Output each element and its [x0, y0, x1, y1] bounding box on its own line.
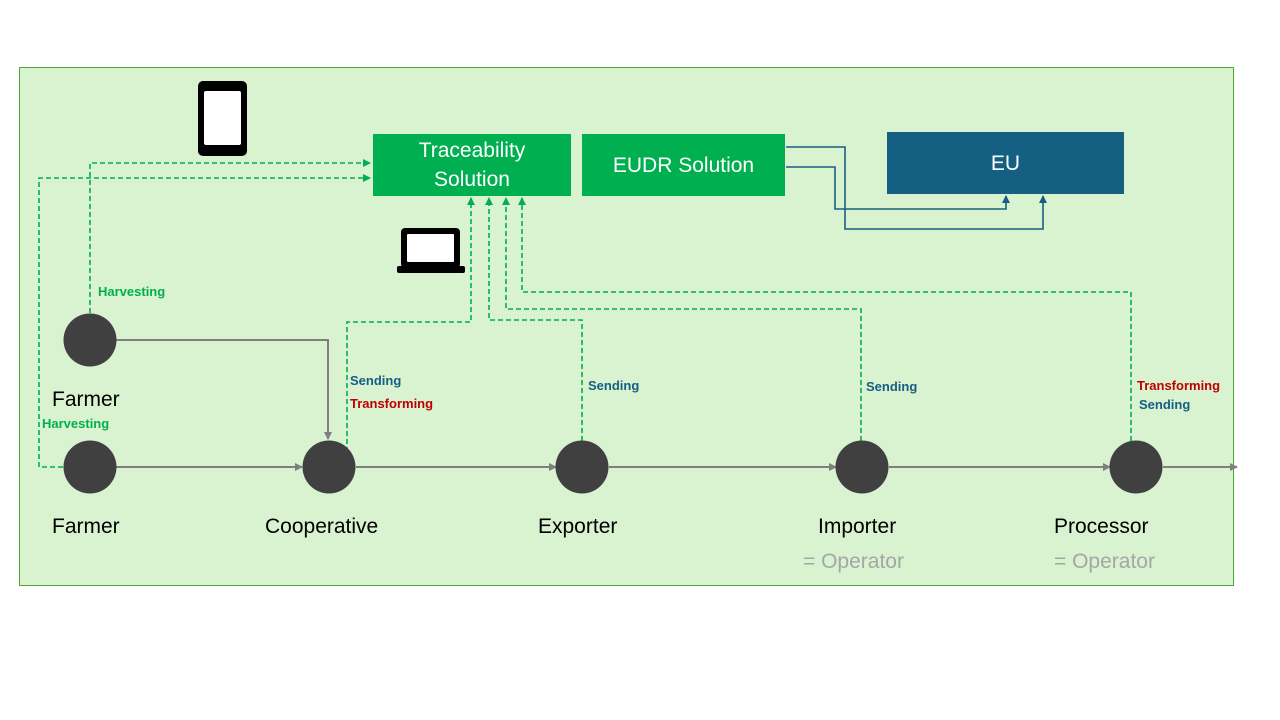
smartphone-icon — [198, 81, 247, 156]
eudr-to-eu-line-2 — [786, 166, 1010, 210]
data-exporter-to-traceability — [485, 197, 583, 441]
eu-submission-flow — [786, 146, 1047, 230]
importer-label: Importer — [818, 515, 897, 538]
processor-activity-transforming: Transforming — [1137, 378, 1221, 393]
flow-farmer-top-to-cooperative — [116, 339, 332, 440]
data-processor-to-traceability — [518, 197, 1132, 441]
node-processor — [1109, 440, 1163, 494]
cooperative-label: Cooperative — [265, 515, 379, 538]
physical-flow — [116, 339, 1238, 471]
laptop-icon — [397, 228, 465, 273]
node-importer — [835, 440, 889, 494]
node-cooperative — [302, 440, 356, 494]
eudr-to-eu-line-1 — [786, 146, 1047, 230]
eudr-solution-box: EUDR Solution — [582, 134, 785, 196]
processor-label: Processor — [1054, 515, 1149, 538]
cooperative-activity-transforming: Transforming — [350, 396, 434, 411]
traceability-solution-box: Traceability Solution — [373, 134, 571, 196]
exporter-activity: Sending — [588, 378, 640, 393]
processor-activity-sending: Sending — [1139, 397, 1191, 412]
farmer-top-label: Farmer — [52, 388, 120, 411]
cooperative-activity-sending: Sending — [350, 373, 402, 388]
node-farmer-top — [63, 313, 117, 367]
data-cooperative-to-traceability — [346, 197, 475, 452]
traceability-label-line1: Traceability — [418, 139, 526, 162]
exporter-label: Exporter — [538, 515, 618, 538]
node-farmer-bottom — [63, 440, 117, 494]
data-importer-to-traceability — [502, 197, 862, 441]
eu-box: EU — [887, 132, 1124, 194]
farmer-top-activity: Harvesting — [98, 284, 166, 299]
importer-role: = Operator — [803, 550, 904, 573]
traceability-label-line2: Solution — [434, 168, 510, 191]
data-flow — [38, 159, 1132, 468]
processor-role: = Operator — [1054, 550, 1155, 573]
eudr-label: EUDR Solution — [612, 153, 755, 177]
farmer-bottom-label: Farmer — [52, 515, 120, 538]
actor-nodes — [63, 313, 1163, 494]
eu-label: EU — [990, 151, 1021, 175]
node-exporter — [555, 440, 609, 494]
data-farmer-top-to-traceability — [89, 159, 371, 313]
data-farmer-bottom-to-traceability — [38, 174, 371, 468]
farmer-bottom-activity: Harvesting — [42, 416, 110, 431]
importer-activity: Sending — [866, 379, 918, 394]
